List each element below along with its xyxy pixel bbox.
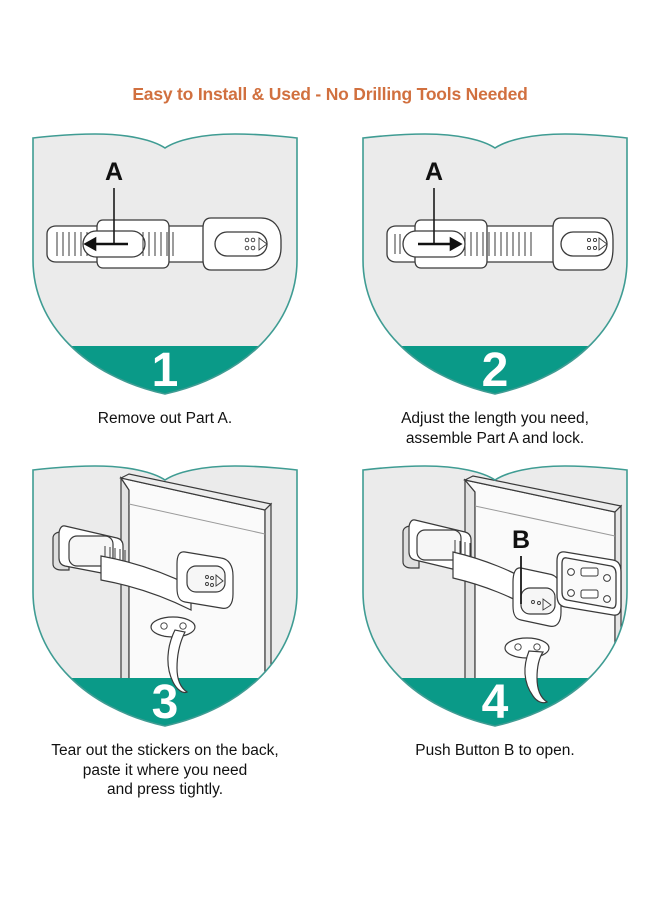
step-number-4: 4 [482, 676, 509, 729]
peeling-sticker-3 [150, 616, 196, 694]
caption-line: paste it where you need [82, 761, 248, 779]
part-label-2: A [425, 158, 443, 186]
shield-4: B 4 [355, 460, 635, 732]
strap-lock-illustration-1 [46, 217, 282, 271]
shield-2-graphic: A 2 [362, 133, 628, 397]
caption-line: Adjust the length you need, [401, 410, 589, 427]
cabinet-illustration-3 [119, 473, 273, 726]
adhesive-plate-4 [556, 551, 622, 616]
step-number-1: 1 [152, 344, 179, 397]
step-caption-2: Adjust the length you need, assemble Par… [345, 409, 645, 448]
direction-arrow-2 [418, 236, 463, 252]
page-title: Easy to Install & Used - No Drilling Too… [132, 84, 528, 104]
caption-line: assemble Part A and lock. [405, 429, 585, 447]
steps-row-top: A 1 Remove out Part A. [0, 128, 660, 448]
steps-row-bottom: 3 Tear out the stickers on the back, pas… [0, 460, 660, 800]
shield-3-graphic: 3 [32, 465, 298, 729]
caption-line: Tear out the stickers on the back, [51, 742, 279, 759]
step-caption-3: Tear out the stickers on the back, paste… [15, 741, 315, 800]
caption-line: Push Button B to open. [415, 742, 575, 759]
shield-3: 3 [25, 460, 305, 732]
shield-2: A 2 [355, 128, 635, 400]
shield-4-graphic: B 4 [362, 465, 628, 729]
direction-arrow-1 [83, 236, 128, 252]
step-number-3: 3 [152, 676, 179, 729]
step-number-2: 2 [482, 344, 509, 397]
caption-line: Remove out Part A. [97, 410, 233, 427]
shield-1-graphic: A 1 [32, 133, 298, 397]
caption-line: and press tightly. [106, 781, 224, 798]
part-label-4: B [512, 526, 530, 554]
step-caption-1: Remove out Part A. [15, 409, 315, 429]
strap-lock-installed-4 [402, 519, 562, 627]
step-panel-4: B 4 Push Button B to open. [330, 460, 660, 800]
step-caption-4: Push Button B to open. [345, 741, 645, 761]
steps-grid: A 1 Remove out Part A. [0, 128, 660, 800]
shield-1: A 1 [25, 128, 305, 400]
part-label-1: A [105, 158, 123, 186]
step-panel-2: A 2 Adjust the length you need, assemble… [330, 128, 660, 448]
strap-lock-installed-3 [52, 525, 234, 611]
step-panel-3: 3 Tear out the stickers on the back, pas… [0, 460, 330, 800]
peeling-sticker-4 [504, 637, 550, 704]
step-panel-1: A 1 Remove out Part A. [0, 128, 330, 448]
